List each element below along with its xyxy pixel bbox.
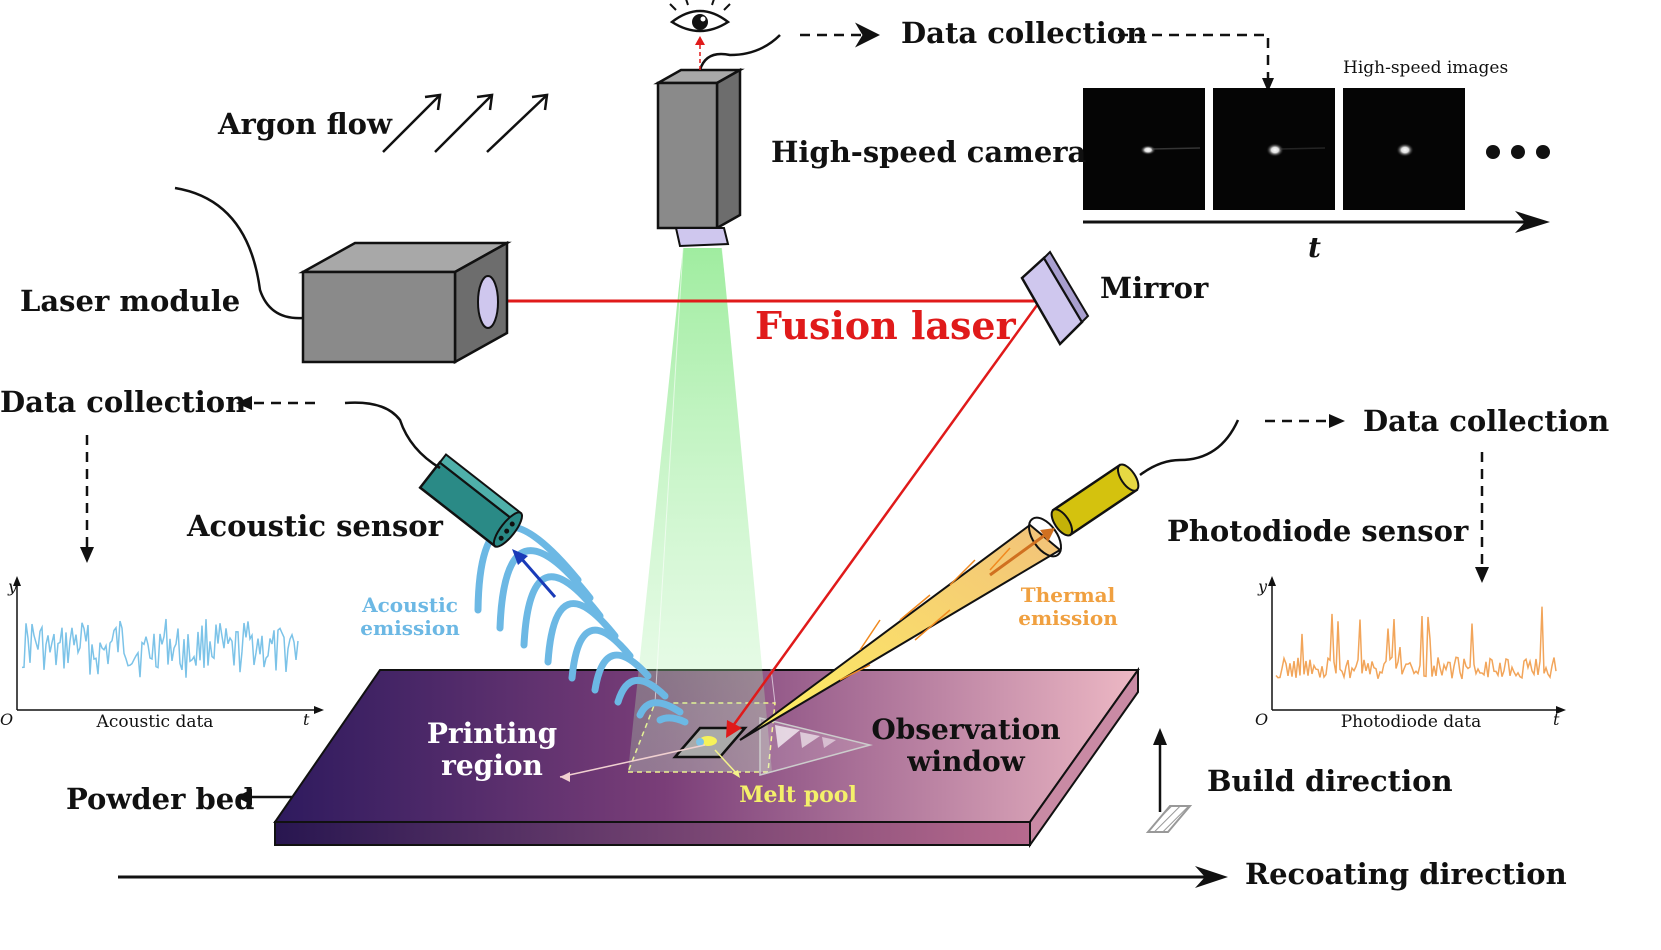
photodiode-y-label: y: [1257, 577, 1268, 596]
argon-flow-label: Argon flow: [217, 107, 393, 141]
laser-module-label: Laser module: [20, 284, 240, 318]
photodiode-data-label: Photodiode data: [1341, 712, 1482, 732]
fusion-laser-beam: [486, 299, 1042, 738]
recoating-direction-arrow: [118, 866, 1228, 888]
data-collection-camera-label: Data collection: [901, 16, 1147, 50]
ellipsis-dot: [1511, 145, 1525, 159]
acoustic-arrow: [518, 556, 557, 598]
camera-field-of-view: [628, 247, 776, 772]
photodiode-sensor-label: Photodiode sensor: [1167, 514, 1469, 548]
photodiode-data-arrow: [1265, 414, 1489, 583]
high-speed-images: [1083, 88, 1550, 233]
argon-flow-arrows: [382, 93, 549, 153]
photodiode-origin-label: O: [1255, 710, 1268, 729]
thermal-emission-cone: [739, 516, 1062, 741]
acoustic-data-label: Acoustic data: [96, 712, 214, 732]
mirror-label: Mirror: [1100, 271, 1209, 305]
powder-bed-arrow: [236, 789, 292, 805]
melt-pool-label: Melt pool: [739, 782, 857, 808]
powder-bed-label: Powder bed: [66, 782, 254, 816]
acoustic-emission-label-line2: emission: [360, 616, 460, 640]
high-speed-images-label: High-speed images: [1343, 58, 1508, 78]
acoustic-y-label: y: [7, 577, 18, 596]
fusion-laser-label: Fusion laser: [755, 303, 1017, 348]
time-axis-label: t: [1308, 231, 1321, 264]
ellipsis-dot: [1486, 145, 1500, 159]
data-collection-acoustic-label: Data collection: [0, 385, 246, 419]
acoustic-plot: [13, 576, 324, 714]
acoustic-sensor: [344, 401, 523, 548]
thermal-emission-label-line2: emission: [1018, 606, 1118, 630]
camera-data-arrow: [800, 22, 1274, 92]
photodiode-t-label: t: [1553, 710, 1560, 729]
observation-window-view: [759, 717, 873, 776]
build-direction-indicator: [1145, 728, 1193, 833]
eye-icon: [669, 0, 731, 33]
thermal-emission-label-line1: Thermal: [1021, 583, 1116, 607]
observation-window-label-line1: Observation: [871, 713, 1060, 746]
high-speed-camera: [653, 34, 781, 248]
photodiode-sensor: [1050, 419, 1240, 537]
recoating-direction-label: Recoating direction: [1245, 857, 1567, 891]
mirror: [1020, 250, 1090, 347]
data-collection-photodiode-label: Data collection: [1363, 404, 1609, 438]
printing-region-label-line1: Printing: [427, 717, 557, 750]
photodiode-plot: [1268, 576, 1566, 714]
ellipsis-dot: [1536, 145, 1550, 159]
acoustic-origin-label: O: [0, 710, 13, 729]
laser-module: [174, 186, 512, 365]
acoustic-waves: [474, 523, 689, 726]
acoustic-emission-label-line1: Acoustic: [361, 593, 458, 617]
melt-pool-area: [559, 726, 748, 782]
acoustic-signal-line: [21, 618, 299, 678]
printing-region-label-line2: region: [441, 749, 543, 782]
observation-window-label-line2: window: [906, 745, 1025, 778]
acoustic-data-arrow: [80, 396, 315, 563]
high-speed-camera-label: High-speed camera: [771, 135, 1087, 169]
build-direction-label: Build direction: [1207, 764, 1453, 798]
photodiode-signal-line: [1275, 606, 1557, 680]
acoustic-t-label: t: [303, 710, 310, 729]
acoustic-sensor-label: Acoustic sensor: [186, 509, 444, 543]
